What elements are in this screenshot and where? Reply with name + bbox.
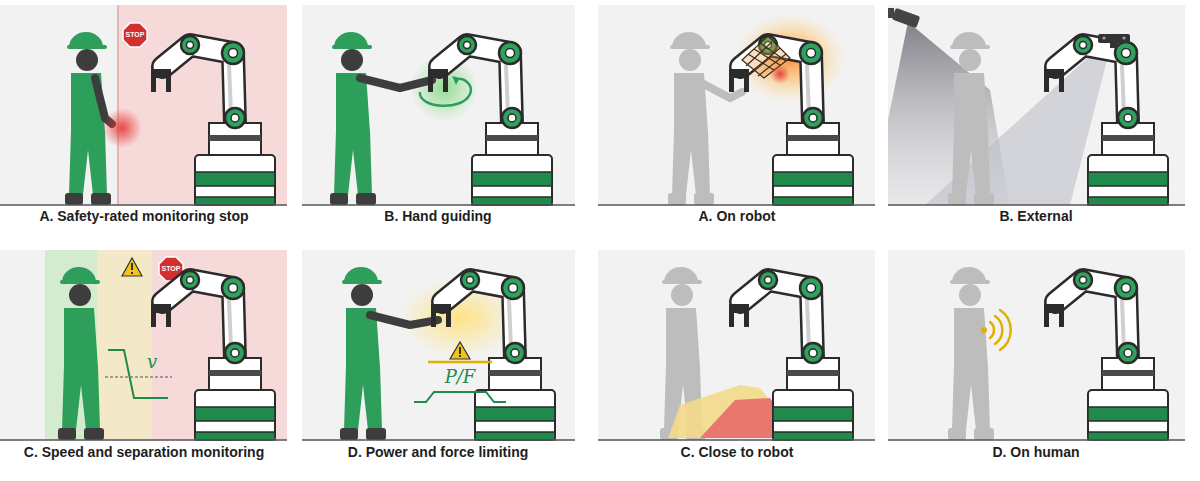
force-graph [414, 342, 506, 402]
worker [330, 32, 376, 205]
panel-caption: A. On robot [699, 209, 776, 224]
panel-caption: C. Close to robot [681, 445, 794, 460]
worker [65, 32, 111, 205]
stop-zone [118, 5, 287, 205]
worker [58, 267, 104, 440]
worker [668, 32, 714, 205]
speed-symbol: v [147, 352, 157, 372]
robot-arm [729, 271, 853, 440]
speed-graph [105, 350, 172, 398]
worker [340, 267, 386, 440]
worker-arm [360, 78, 432, 88]
force-symbol: P/F [445, 367, 476, 387]
panel-caption: A. Safety-rated monitoring stop [39, 209, 248, 224]
panel-backgrounds [0, 5, 1185, 440]
sensor-glow [735, 13, 845, 103]
panel-caption: B. Hand guiding [384, 209, 491, 224]
depth-sensor [1098, 34, 1130, 48]
wearable-signal [981, 310, 1011, 350]
contact-glow [102, 108, 142, 148]
stop-sign-text: STOP [162, 265, 181, 273]
robot-arm [151, 36, 275, 205]
robot-arm [428, 36, 552, 205]
ground-lines [0, 205, 1185, 440]
sensor-hotspot [770, 64, 790, 84]
robot-arm [151, 271, 275, 440]
stop-sign-text: STOP [126, 31, 145, 39]
guide-arrow-head [452, 76, 460, 85]
robot-arm [431, 271, 555, 440]
panel-caption: B. External [999, 209, 1072, 224]
robot-arm [1044, 271, 1168, 440]
panel-caption: D. On human [992, 445, 1079, 460]
camera [888, 8, 920, 28]
worker-arm [696, 80, 742, 98]
guide-arrow [420, 79, 471, 106]
worker-arm [370, 315, 438, 325]
separation-zones [45, 250, 287, 440]
worker [948, 267, 994, 440]
panel-caption: D. Power and force limiting [348, 445, 528, 460]
worker [948, 32, 994, 205]
panel-caption: C. Speed and separation monitoring [24, 445, 264, 460]
robot-arm [1044, 36, 1168, 205]
robot-arm [729, 36, 853, 205]
